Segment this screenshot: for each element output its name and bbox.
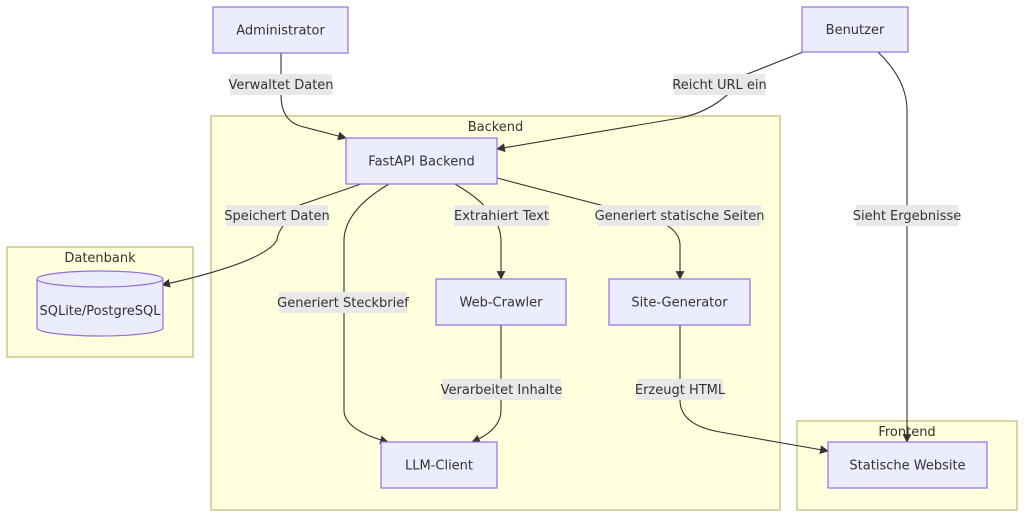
edge-label-sieht-ergebnisse: Sieht Ergebnisse bbox=[853, 205, 962, 226]
edge-benutzer-website bbox=[877, 51, 912, 443]
edge-label-erzeugt-html: Erzeugt HTML bbox=[635, 379, 726, 400]
svg-text:Administrator: Administrator bbox=[236, 24, 325, 39]
edge-crawler-llm bbox=[471, 325, 502, 444]
svg-text:SQLite/PostgreSQL: SQLite/PostgreSQL bbox=[39, 304, 161, 319]
svg-text:FastAPI Backend: FastAPI Backend bbox=[368, 155, 474, 170]
svg-text:Speichert Daten: Speichert Daten bbox=[224, 209, 329, 224]
node-statische-website[interactable]: Statische Website bbox=[827, 441, 988, 489]
svg-text:Extrahiert Text: Extrahiert Text bbox=[454, 209, 549, 224]
svg-text:LLM-Client: LLM-Client bbox=[405, 459, 473, 474]
edge-label-reicht-url-ein: Reicht URL ein bbox=[672, 74, 767, 95]
node-benutzer[interactable]: Benutzer bbox=[801, 6, 909, 53]
edge-fastapi-llm bbox=[343, 183, 390, 445]
svg-text:Site-Generator: Site-Generator bbox=[631, 296, 728, 311]
edge-label-generiert-statische-seiten: Generiert statische Seiten bbox=[595, 205, 765, 226]
edge-label-verarbeitet-inhalte: Verarbeitet Inhalte bbox=[441, 379, 563, 400]
edge-label-verwaltet-daten: Verwaltet Daten bbox=[228, 74, 334, 95]
svg-text:Generiert Steckbrief: Generiert Steckbrief bbox=[277, 296, 409, 311]
svg-text:Sieht Ergebnisse: Sieht Ergebnisse bbox=[853, 209, 962, 224]
node-llm-client[interactable]: LLM-Client bbox=[380, 441, 498, 489]
node-administrator[interactable]: Administrator bbox=[212, 6, 349, 54]
edge-label-generiert-steckbrief: Generiert Steckbrief bbox=[277, 292, 409, 313]
node-web-crawler[interactable]: Web-Crawler bbox=[435, 278, 567, 326]
edge-label-speichert-daten: Speichert Daten bbox=[224, 205, 330, 226]
node-database[interactable]: SQLite/PostgreSQL bbox=[36, 270, 164, 337]
node-site-generator[interactable]: Site-Generator bbox=[608, 278, 751, 326]
svg-text:Generiert statische Seiten: Generiert statische Seiten bbox=[595, 209, 765, 224]
node-fastapi-backend[interactable]: FastAPI Backend bbox=[345, 137, 498, 185]
svg-text:Reicht URL ein: Reicht URL ein bbox=[672, 78, 766, 93]
svg-text:Verwaltet Daten: Verwaltet Daten bbox=[228, 78, 333, 93]
svg-text:Benutzer: Benutzer bbox=[826, 23, 885, 38]
cluster-datenbank-label: Datenbank bbox=[64, 251, 136, 266]
edge-label-extrahiert-text: Extrahiert Text bbox=[454, 205, 549, 226]
svg-text:Erzeugt HTML: Erzeugt HTML bbox=[635, 383, 726, 398]
svg-text:Statische Website: Statische Website bbox=[849, 459, 965, 474]
edge-admin-fastapi bbox=[280, 53, 347, 141]
svg-text:Verarbeitet Inhalte: Verarbeitet Inhalte bbox=[441, 383, 563, 398]
edge-sitegen-website bbox=[679, 325, 829, 454]
cluster-backend-label: Backend bbox=[468, 120, 524, 135]
svg-text:Web-Crawler: Web-Crawler bbox=[459, 296, 543, 311]
